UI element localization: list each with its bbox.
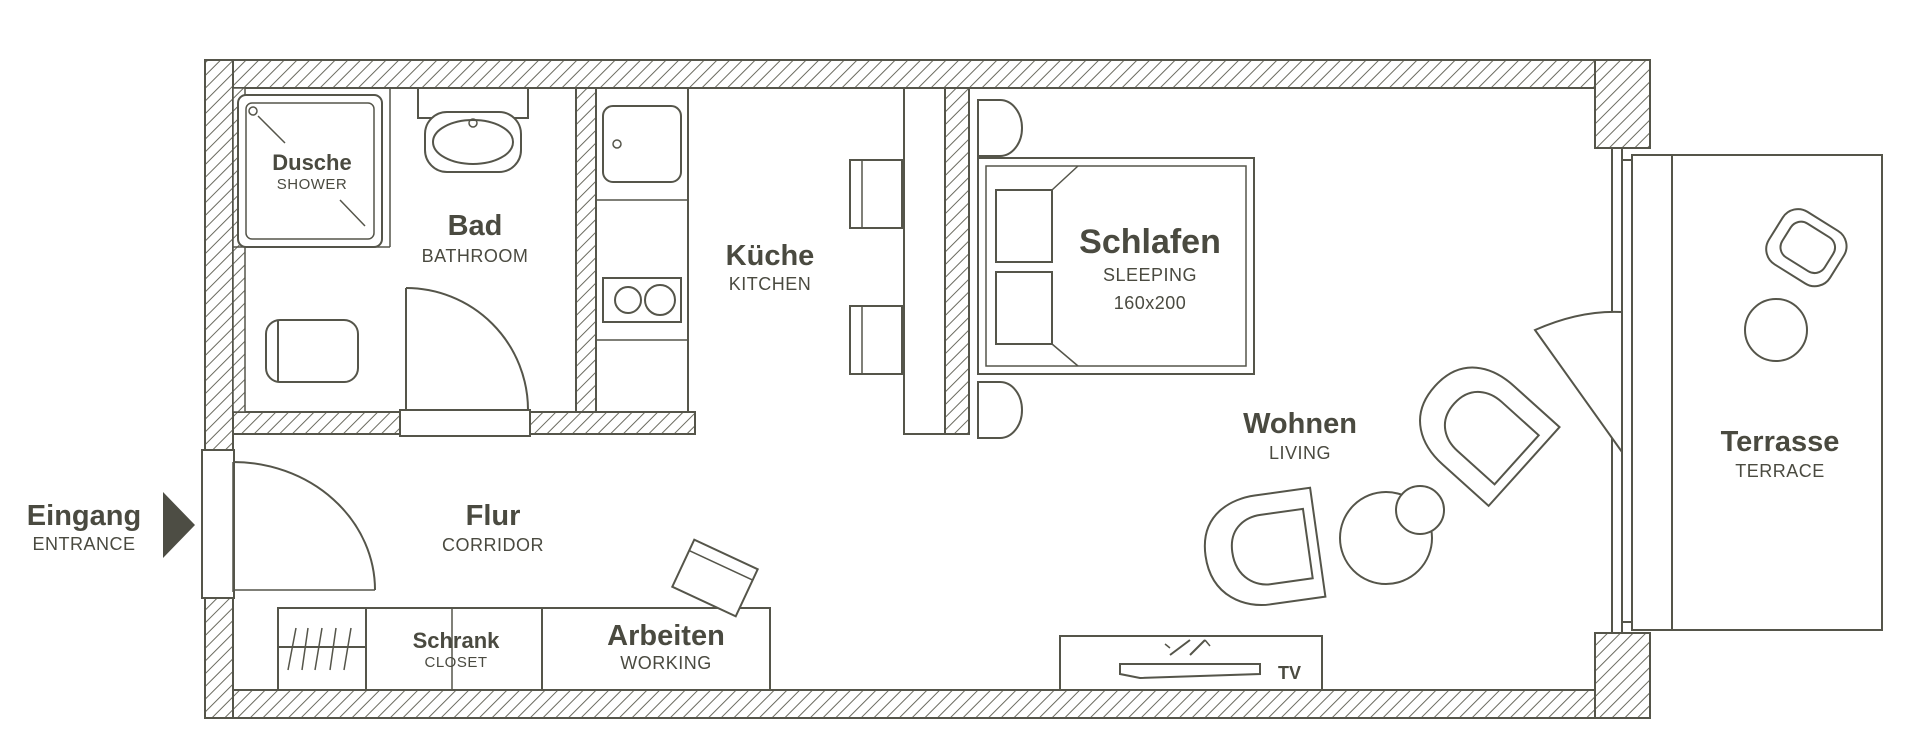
living-sublabel: LIVING: [1269, 443, 1331, 463]
closet: [277, 607, 543, 691]
terrace-sublabel: TERRACE: [1735, 461, 1825, 481]
entrance-door: [201, 449, 376, 599]
toilet: [265, 319, 359, 383]
corridor-label: Flur: [466, 500, 521, 532]
bathroom-sublabel: BATHROOM: [422, 246, 529, 266]
terrace-door: [1533, 147, 1633, 634]
shower-tray: [233, 88, 391, 248]
sleeping-sublabel: SLEEPING: [1103, 265, 1197, 285]
bathroom-door: [399, 287, 531, 437]
working-sublabel: WORKING: [620, 653, 712, 673]
bed: [977, 99, 1255, 439]
tv-label: TV: [1278, 663, 1301, 683]
kitchen-label: Küche: [726, 240, 815, 272]
entrance-label: Eingang: [27, 500, 141, 532]
tv-unit: TV: [1059, 635, 1323, 691]
terrace: [1631, 154, 1883, 631]
desk: [541, 538, 771, 691]
terrace-label: Terrasse: [1721, 426, 1840, 458]
entrance-sublabel: ENTRANCE: [32, 534, 135, 554]
room-labels: Dusche SHOWER Bad BATHROOM Küche KITCHEN…: [27, 150, 1840, 673]
corridor-sublabel: CORRIDOR: [442, 535, 544, 555]
closet-label: Schrank: [413, 628, 501, 653]
working-label: Arbeiten: [607, 620, 725, 652]
bathroom-sink: [417, 87, 529, 173]
shower-label: Dusche: [272, 150, 351, 175]
interior-walls: [232, 87, 970, 435]
kitchen-counter: [595, 87, 689, 413]
outer-walls: [204, 59, 1651, 719]
bed-size-label: 160x200: [1114, 293, 1187, 313]
living-label: Wohnen: [1243, 408, 1357, 440]
bathroom-label: Bad: [448, 210, 503, 242]
shower-sublabel: SHOWER: [277, 176, 348, 193]
closet-sublabel: CLOSET: [424, 654, 487, 671]
kitchen-bar: [849, 87, 946, 435]
entrance-arrow-icon: [163, 492, 195, 558]
kitchen-sublabel: KITCHEN: [729, 274, 812, 294]
sleeping-label: Schlafen: [1079, 223, 1221, 261]
living-furniture: [1203, 366, 1561, 607]
